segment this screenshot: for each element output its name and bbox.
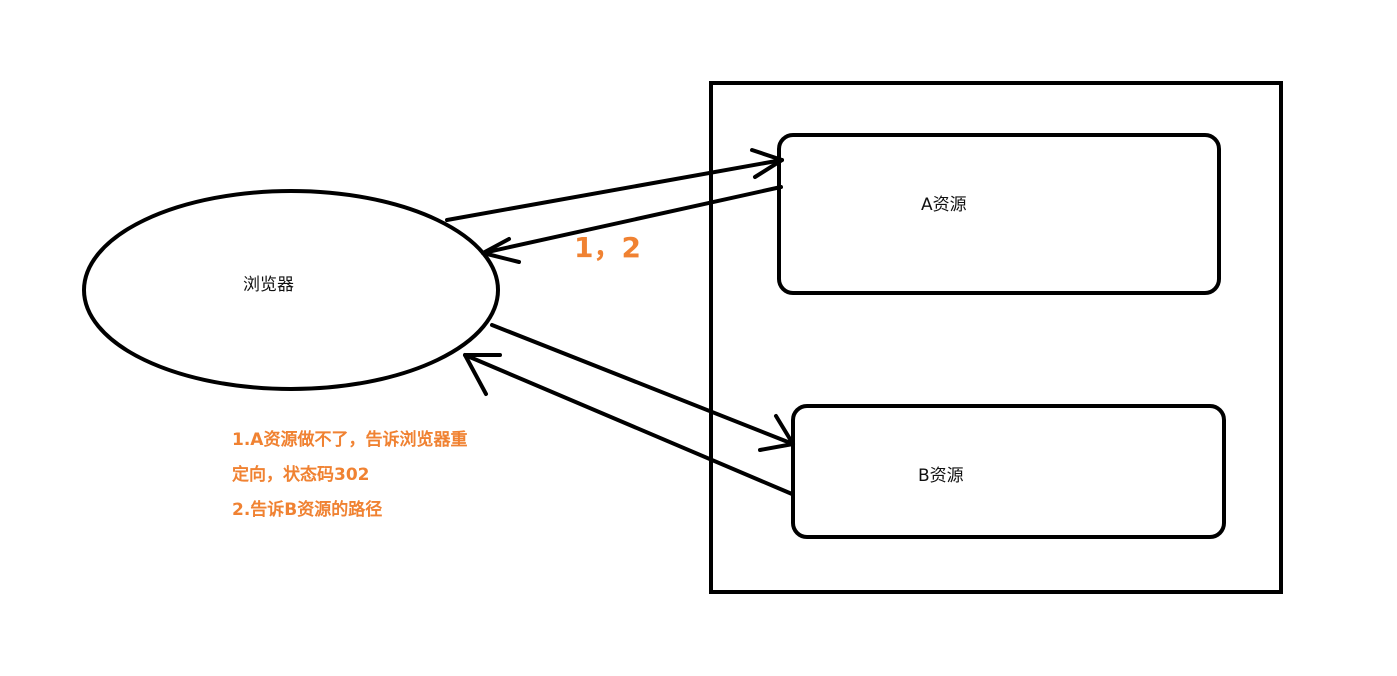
browser-label: 浏览器 bbox=[243, 275, 294, 295]
arrow-redirect-response bbox=[481, 185, 783, 264]
resource-a-box bbox=[777, 133, 1221, 295]
resource-b-box bbox=[791, 404, 1226, 539]
browser-node: 浏览器 bbox=[82, 189, 500, 391]
resource-b-label: B资源 bbox=[918, 466, 964, 486]
note-line-1: 1.A资源做不了，告诉浏览器重 bbox=[232, 429, 467, 450]
note-line-3: 2.告诉B资源的路径 bbox=[232, 499, 382, 520]
note-line-2: 定向，状态码302 bbox=[232, 464, 370, 485]
resource-b-node: B资源 bbox=[791, 404, 1226, 539]
resource-a-label: A资源 bbox=[921, 195, 967, 215]
annotation-notes: 1.A资源做不了，告诉浏览器重 定向，状态码302 2.告诉B资源的路径 bbox=[232, 429, 467, 520]
arrow-request-to-a bbox=[445, 148, 784, 222]
step-label: 1，2 bbox=[574, 231, 641, 264]
resource-a-node: A资源 bbox=[777, 133, 1221, 295]
browser-ellipse bbox=[82, 189, 500, 391]
arrow-response-from-b bbox=[463, 353, 794, 496]
server-container bbox=[709, 81, 1283, 594]
arrow-request-to-b bbox=[490, 323, 795, 452]
